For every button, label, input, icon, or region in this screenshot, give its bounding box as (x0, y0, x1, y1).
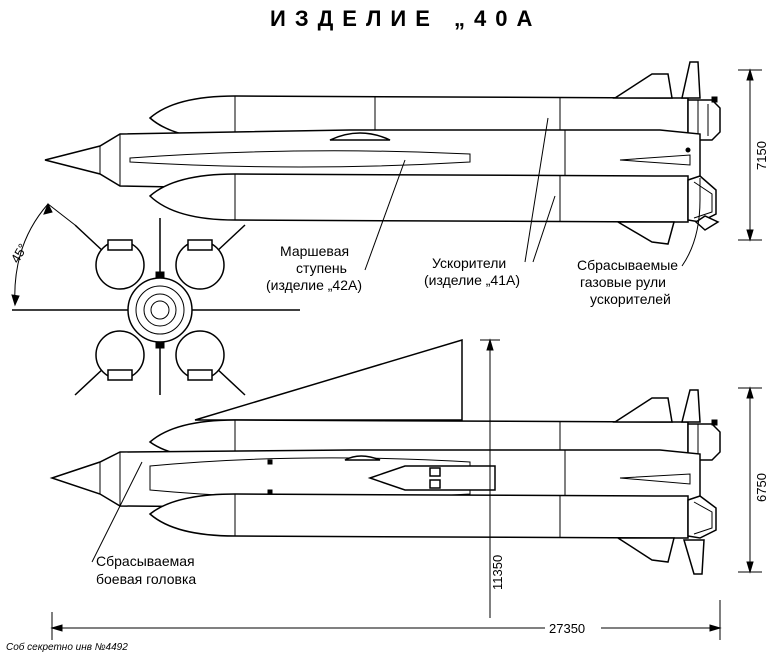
svg-text:ступень: ступень (296, 260, 347, 276)
svg-text:газовые рули: газовые рули (580, 274, 666, 290)
lower-booster-fin (615, 221, 675, 245)
drawing-title: ИЗДЕЛИЕ „40А (270, 6, 541, 31)
svg-text:Ускорители: Ускорители (432, 255, 506, 271)
dim-height-top: 7150 (754, 141, 769, 170)
upper-booster-fin (612, 73, 673, 99)
lower-booster-vanes (687, 175, 717, 223)
dimension-top-height: 7150 (738, 68, 769, 242)
footer-note: Соб секретно инв №4492 (6, 641, 128, 653)
dimension-offset: 11350 (480, 338, 505, 618)
dimension-bottom-height: 6750 (738, 386, 769, 574)
bottom-view-missile (49, 338, 721, 575)
front-view (12, 218, 300, 396)
svg-text:(изделие „41А): (изделие „41А) (424, 272, 520, 288)
dim-offset: 11350 (490, 555, 505, 590)
label-vanes: Сбрасываемые газовые рули ускорителей (577, 178, 701, 307)
svg-text:Маршевая: Маршевая (280, 243, 349, 259)
bottom-lower-booster (148, 493, 689, 539)
dim-height-bottom: 6750 (754, 473, 769, 502)
label-warhead: Сбрасываемая боевая головка (91, 461, 196, 587)
label-sustainer: Маршевая ступень (изделие „42А) (266, 159, 406, 293)
svg-text:(изделие „42А): (изделие „42А) (266, 277, 362, 293)
delta-wing (194, 338, 463, 421)
angle-annotation: 45° (8, 202, 76, 307)
sustainer-section (127, 277, 193, 343)
svg-text:Сбрасываемая: Сбрасываемая (96, 553, 195, 569)
svg-text:Сбрасываемые: Сбрасываемые (577, 257, 678, 273)
svg-text:ускорителей: ускорителей (590, 291, 671, 307)
dim-length: 27350 (549, 621, 585, 636)
dimension-length: 27350 (50, 600, 722, 640)
bottom-hatch (367, 465, 496, 491)
angle-label: 45° (8, 241, 31, 266)
svg-text:боевая головка: боевая головка (96, 571, 196, 587)
lower-booster (148, 173, 689, 223)
top-view-missile (44, 61, 721, 245)
label-boosters: Ускорители (изделие „41А) (424, 117, 556, 288)
